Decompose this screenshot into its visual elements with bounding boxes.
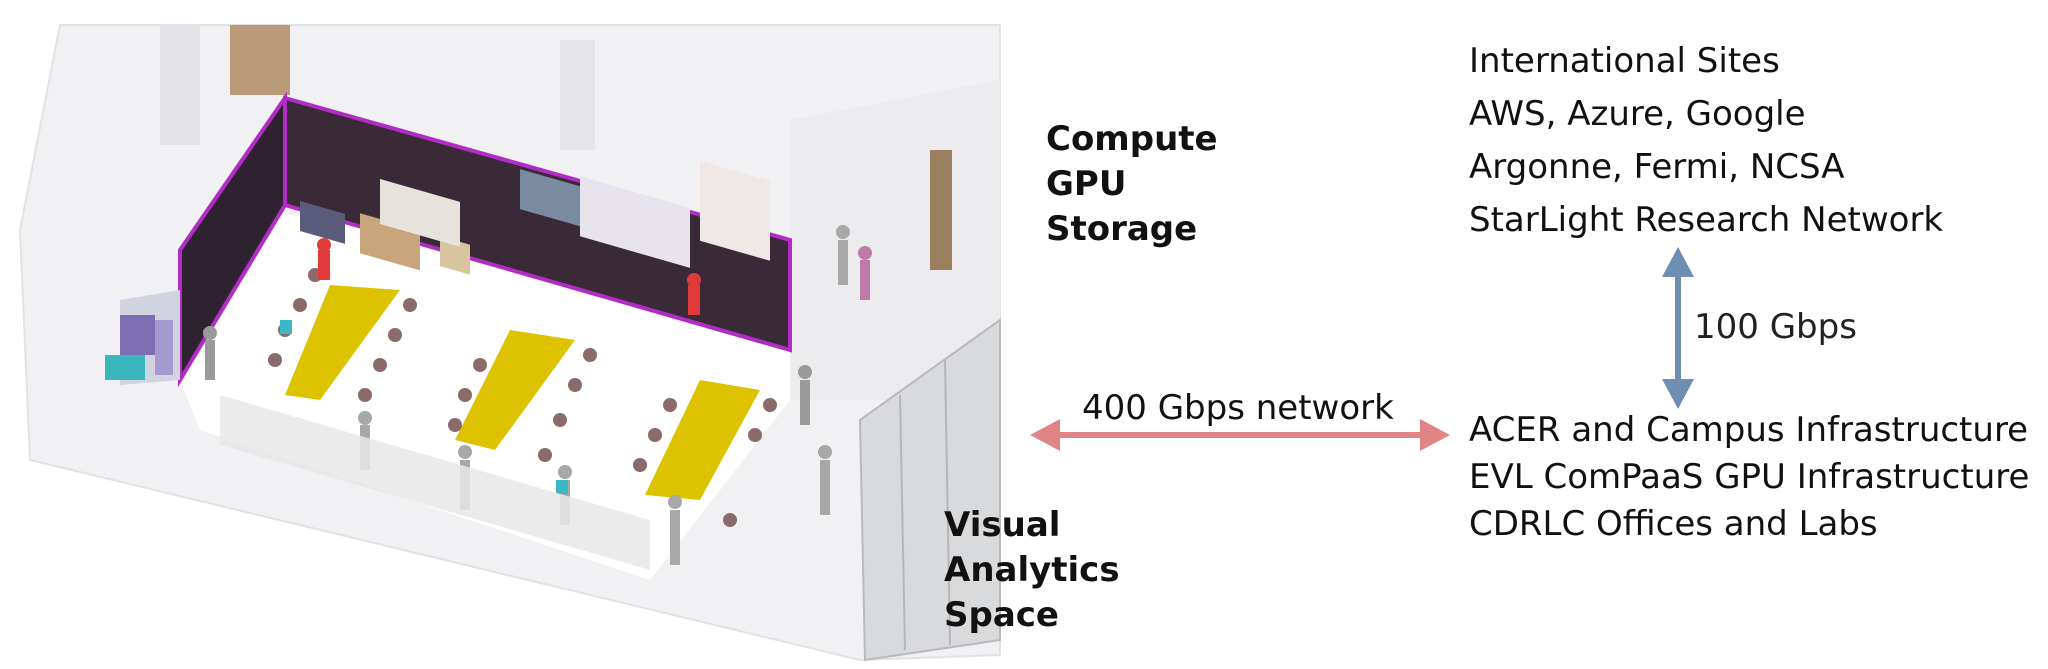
list-item: Argonne, Fermi, NCSA: [1469, 147, 1845, 187]
list-item: International Sites: [1469, 41, 1780, 81]
compute-gpu-storage-label: Compute GPU Storage: [1046, 119, 1218, 249]
visual-analytics-space-label: Visual Analytics Space: [944, 505, 1120, 635]
network-link-arrow: [1030, 419, 1450, 451]
uplink-label: 100 Gbps: [1694, 307, 1857, 347]
table: [285, 285, 400, 400]
campus-sites-list: ACER and Campus Infrastructure EVL ComPa…: [1469, 407, 2029, 548]
visual-analytics-room-illustration: [18, 24, 1001, 662]
list-item: AWS, Azure, Google: [1469, 94, 1806, 134]
table: [455, 330, 575, 450]
table: [645, 380, 760, 500]
uplink-arrow: [1662, 247, 1694, 409]
list-item: StarLight Research Network: [1469, 200, 1944, 240]
column: [560, 40, 595, 150]
door: [230, 25, 290, 95]
column: [160, 25, 200, 145]
front-glass-partition: [220, 395, 650, 570]
door: [930, 150, 952, 270]
list-item: EVL ComPaaS GPU Infrastructure: [1469, 457, 2030, 497]
external-sites-list: International Sites AWS, Azure, Google A…: [1469, 35, 1943, 247]
list-item: CDRLC Offices and Labs: [1469, 504, 1878, 544]
list-item: ACER and Campus Infrastructure: [1469, 410, 2029, 450]
glass-partition: [858, 318, 1001, 662]
robot: [105, 315, 173, 380]
network-link-label: 400 Gbps network: [1082, 388, 1394, 428]
